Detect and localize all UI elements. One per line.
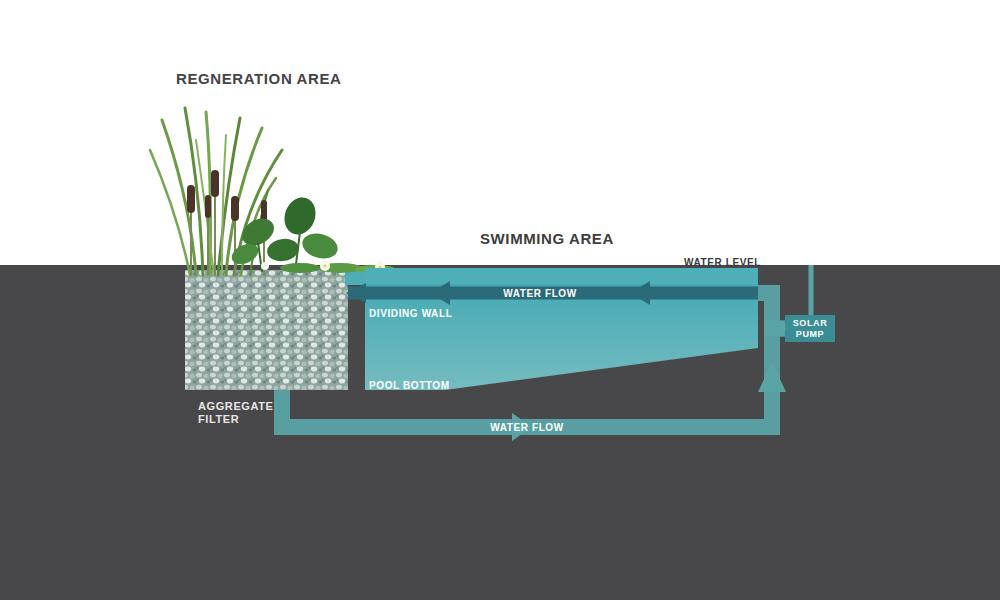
illustration-part [323,264,326,267]
illustration-part [261,262,269,270]
water-surface [365,268,758,284]
area-heading: REGNERATION AREA [176,70,341,87]
water-pipe [282,329,785,428]
illustration-part [229,240,262,268]
cattail-heads [187,170,267,221]
pool-shape [365,268,758,390]
node-label: SOLAR PUMP [785,318,835,340]
illustration-part [226,128,262,275]
illustration-part [300,230,341,262]
illustration-part [196,140,214,275]
illustration-part [231,196,239,221]
node-label: SWIMMING AREA [480,230,680,248]
illustration-part [222,135,226,275]
illustration-part [207,218,209,275]
illustration-part [630,281,650,305]
illustration-part [206,112,211,275]
reed-plants [150,108,282,275]
illustration-part [205,195,211,218]
illustration-part [211,170,219,197]
illustration-part [185,108,203,275]
pump-pipe [809,265,814,318]
illustration-part [150,150,190,275]
illustration-part [265,236,300,263]
illustration-part [758,362,786,392]
illustration-part [512,413,532,441]
illustration-part [320,261,330,271]
sky [0,0,1000,265]
gravel-bed [185,270,348,390]
connector-group [282,293,785,427]
water-level-label: WATER LEVEL [684,257,761,268]
swimming-area: SWIMMING AREA [365,268,758,390]
solar-pump: SOLAR PUMP [785,315,835,342]
illustration-part [261,200,267,221]
illustration-part [234,220,236,275]
aggregate-filter: AGGREGATE FILTER [185,270,348,390]
illustration-part [214,196,216,275]
illustration-part [190,212,192,275]
broad-leaves [229,193,395,273]
water-pipe [758,293,785,329]
illustration-part [280,263,320,273]
flow-label: WATER FLOW [490,422,564,433]
flow-arrowheads [430,281,786,441]
pool-water [365,268,758,390]
illustration-part [187,185,195,213]
ground [0,265,1000,600]
illustration-part [430,281,450,305]
node-label: AGGREGATE FILTER [198,400,288,426]
water-pipe [348,287,758,300]
